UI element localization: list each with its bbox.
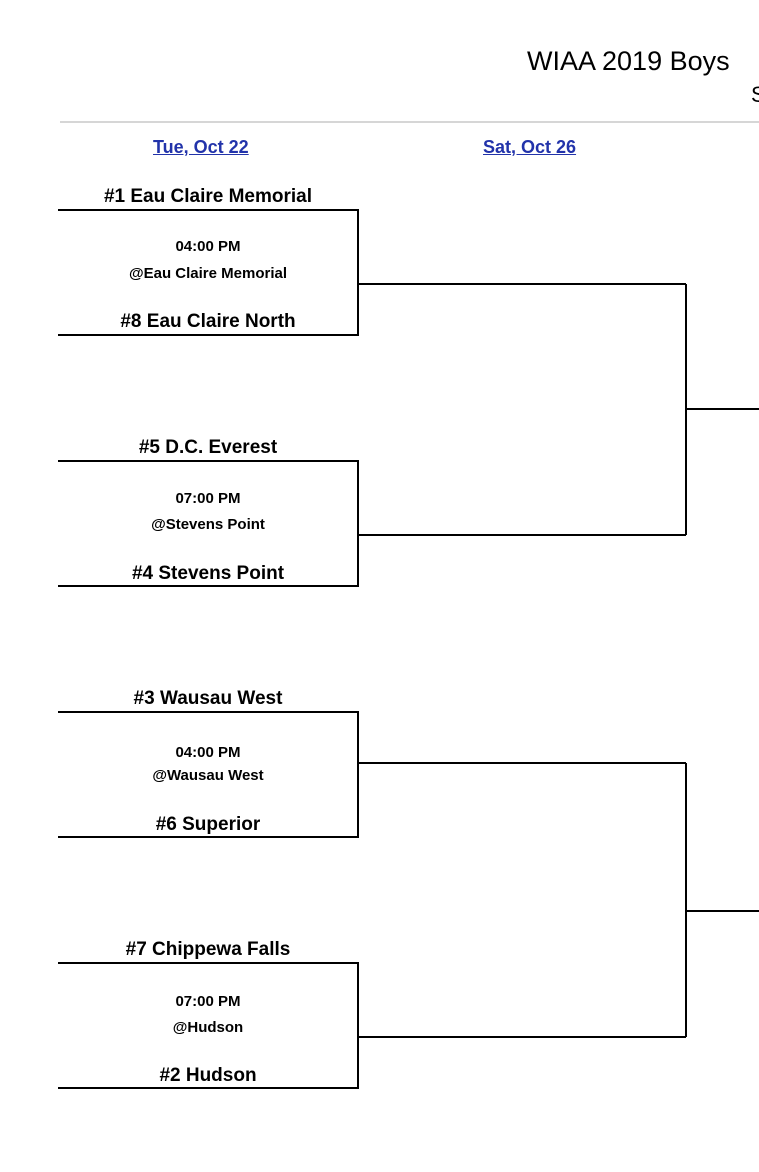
- game-2-site: @Stevens Point: [151, 516, 265, 533]
- game-2-bottom-team: #4 Stevens Point: [131, 563, 285, 584]
- game-4-site: @Hudson: [172, 1019, 244, 1036]
- game-4-bottom-team: #2 Hudson: [159, 1065, 257, 1086]
- game-1-time: 04:00 PM: [175, 238, 241, 255]
- round-1-date-link[interactable]: Tue, Oct 22: [153, 137, 249, 157]
- game-1-top-team: #1 Eau Claire Memorial: [103, 186, 313, 207]
- game-1-bottom-team: #8 Eau Claire North: [120, 311, 296, 332]
- game-3-bracket-line: [58, 711, 359, 838]
- game-2-bracket-line: [58, 460, 359, 587]
- game-3-time: 04:00 PM: [175, 744, 241, 761]
- game-3-top-team: #3 Wausau West: [133, 688, 283, 709]
- game-3-bottom-team: #6 Superior: [155, 814, 261, 835]
- game-2-top-team: #5 D.C. Everest: [138, 437, 278, 458]
- game-4-bracket-line: [58, 962, 359, 1089]
- game-1-bracket-line: [58, 209, 359, 336]
- game-4-time: 07:00 PM: [175, 993, 241, 1010]
- game-4-top-team: #7 Chippewa Falls: [125, 939, 291, 960]
- header-divider: [60, 121, 759, 123]
- bracket-title: WIAA 2019 Boys: [527, 46, 730, 76]
- game-3-site: @Wausau West: [152, 767, 264, 784]
- game-2-time: 07:00 PM: [175, 490, 241, 507]
- round-2-date-link[interactable]: Sat, Oct 26: [483, 137, 577, 157]
- game-1-site: @Eau Claire Memorial: [128, 265, 287, 282]
- bracket-subtitle-fragment: S: [751, 82, 759, 107]
